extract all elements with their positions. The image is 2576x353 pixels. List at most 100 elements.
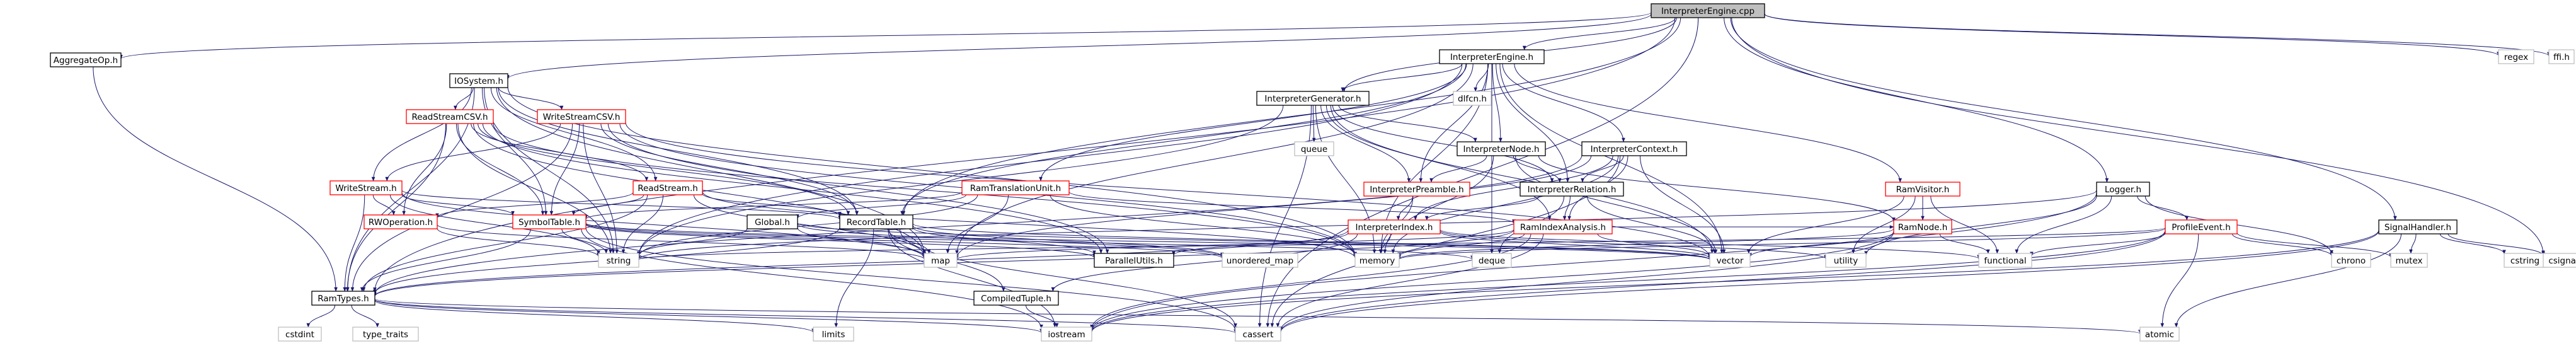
node-compiledtuple[interactable]: CompiledTuple.h <box>973 291 1059 306</box>
edge-signalhandler-to-iostream <box>1090 229 2379 333</box>
edge-global-to-unordered_map <box>797 223 1224 258</box>
edge-root-to-iosystem <box>506 13 1652 80</box>
edge-ramnode-to-functional <box>1939 233 1990 254</box>
edge-profileevent-to-memory <box>1397 228 2166 260</box>
node-ffi: ffi.h <box>2548 49 2575 64</box>
edge-signalhandler-to-csignal <box>2447 233 2545 257</box>
edge-writestream-to-symboltable <box>401 194 515 216</box>
node-chrono: chrono <box>2331 253 2371 268</box>
node-box <box>1885 182 1961 197</box>
edge-ramnode-to-iostream <box>1090 230 1894 332</box>
node-label: RamTranslationUnit.h <box>970 183 1061 194</box>
edge-interpretergenerator-to-interpreterpreamble <box>1320 105 1411 183</box>
edge-recordtable-to-iostream <box>888 228 1057 328</box>
node-parallelutils[interactable]: ParallelUtils.h <box>1094 253 1174 268</box>
node-label: limits <box>822 330 845 340</box>
node-box <box>1453 91 1492 106</box>
node-label: queue <box>1301 144 1327 154</box>
node-readstreamcsv[interactable]: ReadStreamCSV.h <box>406 109 494 124</box>
edge-symboltable-to-unordered_map <box>585 223 1224 259</box>
edge-ramvisitor-to-vector <box>1747 195 1904 254</box>
node-writestreamcsv[interactable]: WriteStreamCSV.h <box>537 109 626 124</box>
edge-rwoperation-to-string <box>437 228 600 258</box>
edge-writestream-to-map <box>401 192 926 259</box>
node-deque: deque <box>1472 253 1512 268</box>
edge-root-to-signalhandler <box>1730 17 2397 221</box>
node-logger[interactable]: Logger.h <box>2096 182 2150 197</box>
edge-interpreternode-to-ramnode <box>1538 155 1896 223</box>
node-signalhandler[interactable]: SignalHandler.h <box>2378 219 2458 234</box>
node-box <box>1041 327 1092 342</box>
node-symboltable[interactable]: SymbolTable.h <box>512 214 587 229</box>
edge-logger-to-profileevent <box>2137 195 2189 221</box>
node-label: ProfileEvent.h <box>2172 223 2231 233</box>
node-box <box>50 52 122 67</box>
node-box <box>1472 253 1512 268</box>
node-label: cstdint <box>285 330 314 340</box>
edge-interpreterengine-to-interpretercontext <box>1502 63 1625 142</box>
node-label: InterpreterNode.h <box>1463 144 1539 154</box>
edge-readstream-to-recordtable <box>702 193 842 217</box>
node-box <box>1978 253 2032 268</box>
node-box <box>2331 253 2371 268</box>
node-ramvisitor[interactable]: RamVisitor.h <box>1885 182 1961 197</box>
node-ramtranslationunit[interactable]: RamTranslationUnit.h <box>961 180 1070 195</box>
node-root: InterpreterEngine.cpp <box>1651 3 1765 18</box>
edge-ramtypes-to-atomic <box>374 298 2142 335</box>
edge-symboltable-to-vector <box>585 223 1712 260</box>
node-aggregateop[interactable]: AggregateOp.h <box>50 52 122 67</box>
node-interpreternode[interactable]: InterpreterNode.h <box>1457 141 1546 156</box>
node-profileevent[interactable]: ProfileEvent.h <box>2165 219 2238 234</box>
node-box <box>311 291 375 306</box>
node-box <box>1256 91 1370 106</box>
node-regex: regex <box>2498 49 2534 64</box>
node-box <box>633 180 703 195</box>
edge-interpreterengine-to-dlfcn <box>1474 63 1489 92</box>
node-interpreterpreamble[interactable]: InterpreterPreamble.h <box>1363 182 1470 197</box>
edge-writestream-to-rwoperation <box>372 194 396 216</box>
node-label: ffi.h <box>2553 52 2570 62</box>
edge-readstreamcsv-to-recordtable <box>478 123 850 216</box>
edge-interpretercontext-to-interpreterrelation <box>1581 155 1624 183</box>
edge-logger-to-iostream <box>1090 192 2097 332</box>
edge-interpreterengine-to-interpreterpreamble <box>1419 63 1489 183</box>
node-interpreterrelation[interactable]: InterpreterRelation.h <box>1520 182 1624 197</box>
node-global[interactable]: Global.h <box>747 214 798 229</box>
edge-symboltable-to-parallelutils <box>585 224 1096 258</box>
edge-interpreternode-to-vector <box>1515 155 1718 254</box>
edge-interpretergenerator-to-interpreternode <box>1338 105 1477 142</box>
node-ramtypes[interactable]: RamTypes.h <box>311 291 375 306</box>
node-interpreterengine[interactable]: InterpreterEngine.h <box>1439 49 1545 64</box>
node-ramnode[interactable]: RamNode.h <box>1893 219 1952 234</box>
edge-ramtypes-to-limits <box>374 300 815 333</box>
node-interpretercontext[interactable]: InterpreterContext.h <box>1581 141 1687 156</box>
edge-readstream-to-string <box>621 194 664 254</box>
edge-ramtypes-to-type_traits <box>351 304 379 328</box>
node-label: unordered_map <box>1227 256 1293 266</box>
node-cstdint: cstdint <box>278 327 322 342</box>
node-label: mutex <box>2395 256 2422 266</box>
node-readstream[interactable]: ReadStream.h <box>633 180 703 195</box>
node-box <box>2139 327 2180 342</box>
edge-compiledtuple-to-iostream <box>1025 304 1059 328</box>
edge-interpretercontext-to-interpreterindex <box>1414 155 1613 221</box>
node-rwoperation[interactable]: RWOperation.h <box>364 214 438 229</box>
edge-interpreterindex-to-vector <box>1440 231 1712 259</box>
node-label: Global.h <box>755 217 790 228</box>
edge-ramindexanalysis-to-cassert <box>1276 233 1544 328</box>
node-ramindexanalysis[interactable]: RamIndexAnalysis.h <box>1513 219 1613 234</box>
node-interpretergenerator[interactable]: InterpreterGenerator.h <box>1256 91 1370 106</box>
edge-ramindexanalysis-to-map <box>955 229 1514 260</box>
node-label: map <box>931 256 950 266</box>
edge-signalhandler-to-atomic <box>2174 233 2401 328</box>
node-recordtable[interactable]: RecordTable.h <box>839 214 913 229</box>
node-iosystem[interactable]: IOSystem.h <box>449 73 508 88</box>
node-label: Logger.h <box>2105 185 2141 195</box>
node-box <box>352 327 419 342</box>
edge-root-to-recordtable <box>902 17 1681 216</box>
edge-iosystem-to-readstreamcsv <box>454 87 474 110</box>
node-string: string <box>598 253 639 268</box>
node-writestream[interactable]: WriteStream.h <box>329 180 403 195</box>
node-box <box>329 180 403 195</box>
node-interpreterindex[interactable]: InterpreterIndex.h <box>1348 219 1441 234</box>
